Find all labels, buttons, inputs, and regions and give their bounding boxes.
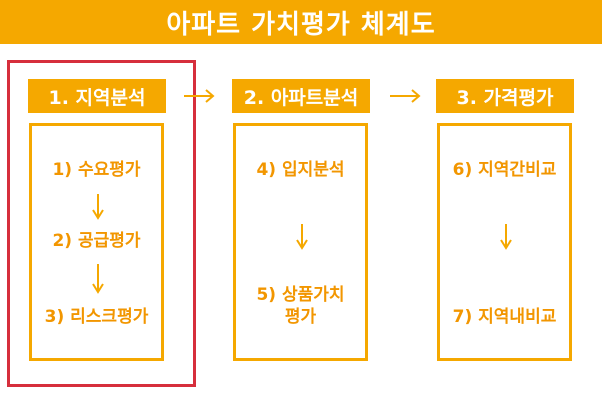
stage-1-item: 3) 리스크평가 [44,307,149,327]
right-arrow-icon [390,89,421,103]
title-bar: 아파트 가치평가 체계도 [0,0,602,44]
stage-2-item: 4) 입지분석 [256,160,345,180]
stage-1-box: 1) 수요평가 2) 공급평가 3) 리스크평가 [29,123,164,361]
right-arrow-icon [184,89,215,103]
stage-1-item: 2) 공급평가 [52,231,141,251]
down-arrow-icon [500,224,512,250]
stage-2-box: 4) 입지분석 5) 상품가치 평가 [233,123,368,361]
stage-3-item: 6) 지역간비교 [452,160,557,180]
stage-2-item: 평가 [284,307,317,327]
down-arrow-icon [296,224,308,250]
stage-1-header: 1. 지역분석 [28,79,166,113]
page-title: 아파트 가치평가 체계도 [166,9,436,40]
stage-2-header: 2. 아파트분석 [232,79,370,113]
stage-3-header: 3. 가격평가 [436,79,574,113]
stage-1-highlight-frame [7,60,196,387]
down-arrow-icon [92,264,104,294]
stage-3-item: 7) 지역내비교 [452,307,557,327]
down-arrow-icon [92,194,104,220]
stage-3-box: 6) 지역간비교 7) 지역내비교 [437,123,572,361]
stage-1-item: 1) 수요평가 [52,160,141,180]
stage-2-item: 5) 상품가치 [256,285,345,305]
